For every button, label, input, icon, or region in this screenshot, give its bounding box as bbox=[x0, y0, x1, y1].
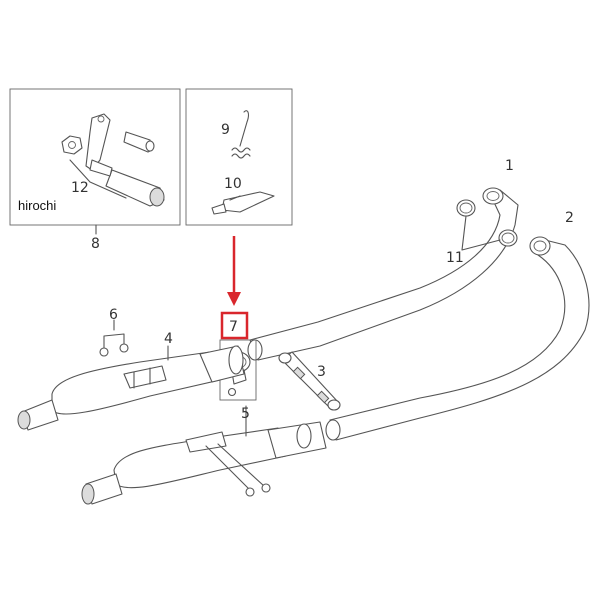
label-part-3: 3 bbox=[317, 364, 326, 380]
label-part-11: 11 bbox=[446, 250, 464, 266]
inset-box-footrest-bracket bbox=[9, 88, 181, 235]
label-part-5: 5 bbox=[241, 406, 250, 422]
label-part-6: 6 bbox=[109, 307, 118, 323]
highlight-box-part-7 bbox=[220, 311, 249, 340]
label-part-7: 7 bbox=[229, 319, 238, 335]
muffler-upper bbox=[17, 319, 245, 431]
label-part-9: 9 bbox=[221, 122, 230, 138]
gasket-rings bbox=[456, 199, 518, 251]
watermark-text: hirochi bbox=[18, 198, 56, 213]
label-part-8: 8 bbox=[91, 236, 100, 252]
exhaust-pipe-upper bbox=[247, 187, 519, 361]
muffler-lower bbox=[81, 405, 327, 505]
exhaust-pipe-lower bbox=[325, 236, 590, 441]
label-part-10: 10 bbox=[224, 176, 242, 192]
balance-pipe bbox=[278, 351, 341, 411]
label-part-2: 2 bbox=[565, 210, 574, 226]
inset-box-spring-bracket bbox=[185, 88, 293, 306]
label-part-1: 1 bbox=[505, 158, 514, 174]
label-part-4: 4 bbox=[164, 331, 173, 347]
label-part-12: 12 bbox=[71, 180, 89, 196]
